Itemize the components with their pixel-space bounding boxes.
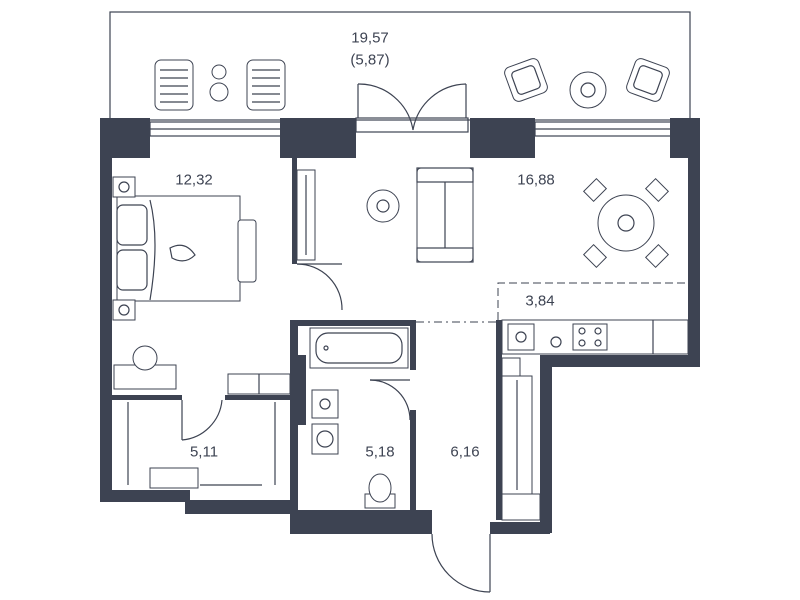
sun-lounger-icon [246,59,286,111]
stove-icon [572,323,608,351]
living-area-label: 16,88 [517,171,555,189]
toilet-icon [364,473,396,509]
hallway-area-label: 6,16 [450,443,480,461]
terrace-outline [109,11,691,121]
window [149,121,681,137]
walls [100,118,700,534]
kitchen-area-label: 3,84 [525,292,555,310]
bedside-table [112,176,136,321]
plant-icon [366,189,400,223]
round-table-icon [209,64,229,102]
tv-stand [296,169,316,261]
washing-machine-icon [311,423,339,455]
armchair-icon [626,58,670,102]
sink-icon [507,323,535,351]
bench [237,219,257,283]
bedroom-door [181,399,223,441]
bathroom-area-label: 5,18 [365,443,395,461]
sink-icon [311,389,339,419]
terrace-area-adjusted-label: (5,87) [350,51,390,69]
shelf [227,373,291,395]
terrace-area-label: 19,57 [351,29,389,47]
living-door [296,263,343,311]
wardrobe-area-label: 5,11 [189,443,219,461]
sofa-icon [416,167,474,263]
bathtub-icon [309,327,409,369]
dining-table-icon [582,177,670,269]
double-bed-icon [116,195,241,302]
kitchen-appliance [550,320,654,354]
sun-lounger-icon [154,59,194,111]
bathroom-door [369,379,411,421]
wardrobe-rails [127,402,276,489]
entrance-door [431,533,491,593]
hallway-wardrobe [501,357,541,521]
bedroom-area-label: 12,32 [175,171,213,189]
terrace-door [355,83,469,133]
round-table-icon [569,71,607,109]
armchair-icon [504,58,548,102]
desk [113,345,177,390]
